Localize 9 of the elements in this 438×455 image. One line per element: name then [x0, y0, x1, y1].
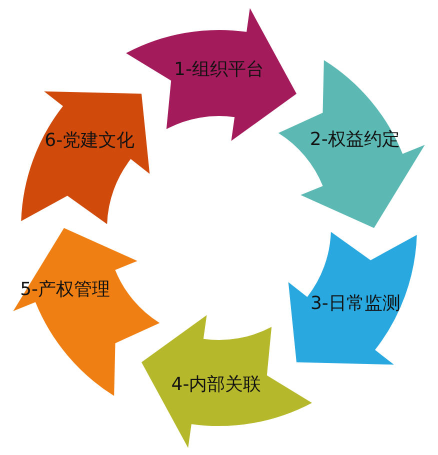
step-label: 1-组织平台	[174, 59, 264, 81]
cycle-segment	[141, 315, 312, 448]
cycle-segment	[288, 231, 417, 365]
step-label: 6-党建文化	[44, 130, 135, 152]
cycle-segment	[13, 228, 160, 396]
cycle-segment	[21, 91, 150, 225]
step-label: 3-日常监测	[310, 292, 400, 314]
cycle-segment	[278, 60, 425, 228]
step-label: 4-内部关联	[171, 374, 262, 396]
